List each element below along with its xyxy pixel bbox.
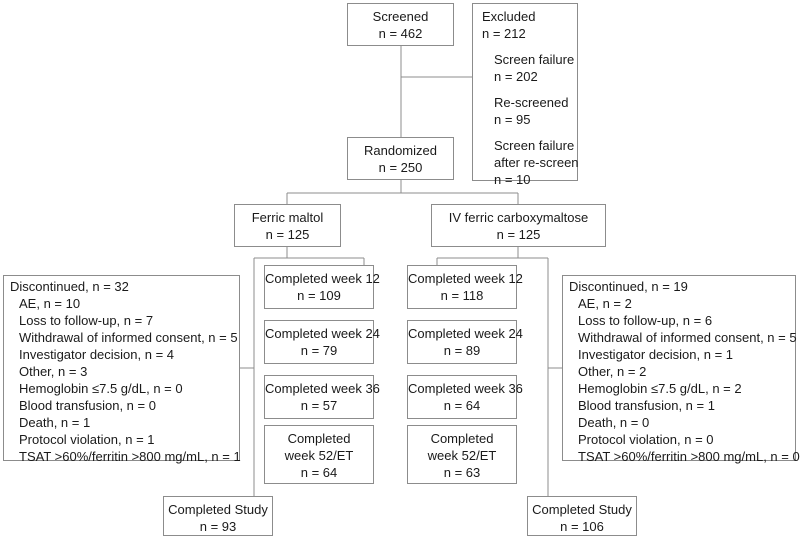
milestone-label: Completed <box>287 431 351 446</box>
milestone-count: n = 118 <box>440 288 484 303</box>
milestone-label-cont: week 52/ET <box>427 448 497 463</box>
right-week12-box: Completed week 12 n = 118 <box>407 265 523 309</box>
screened-title: Screened <box>372 9 429 24</box>
discontinued-reason: Blood transfusion, n = 1 <box>578 398 715 413</box>
milestone-label: Completed week 36 <box>408 381 523 396</box>
discontinued-reason: Death, n = 0 <box>578 415 650 430</box>
milestone-count: n = 64 <box>300 465 338 480</box>
discontinued-reason: Withdrawal of informed consent, n = 5 <box>578 330 797 345</box>
milestone-label: Completed week 24 <box>408 326 523 341</box>
discontinued-reason: Withdrawal of informed consent, n = 5 <box>19 330 238 345</box>
right-week24-box: Completed week 24 n = 89 <box>407 320 523 364</box>
discontinued-reason: Hemoglobin ≤7.5 g/dL, n = 0 <box>19 381 183 396</box>
discontinued-reason: TSAT >60%/ferritin >800 mg/mL, n = 1 <box>19 449 241 464</box>
milestone-count: n = 79 <box>300 343 338 358</box>
left-arm-box: Ferric maltol n = 125 <box>234 204 341 247</box>
screened-count: n = 462 <box>378 26 423 41</box>
milestone-label: Completed week 36 <box>265 381 380 396</box>
discontinued-reason: Blood transfusion, n = 0 <box>19 398 156 413</box>
right-completed-study-box: Completed Study n = 106 <box>527 496 637 536</box>
completed-study-label: Completed Study <box>532 502 632 517</box>
discontinued-reason: Other, n = 3 <box>19 364 88 379</box>
excluded-item-label: Re-screened <box>494 95 569 110</box>
milestone-count: n = 63 <box>443 465 481 480</box>
left-arm-name: Ferric maltol <box>251 210 324 225</box>
left-discontinued-box: Discontinued, n = 32 AE, n = 10 Loss to … <box>3 275 241 464</box>
randomized-box: Randomized n = 250 <box>347 137 454 180</box>
right-week36-box: Completed week 36 n = 64 <box>407 375 523 419</box>
milestone-count: n = 57 <box>300 398 338 413</box>
right-arm-box: IV ferric carboxymaltose n = 125 <box>431 204 606 247</box>
right-arm-name: IV ferric carboxymaltose <box>448 210 589 225</box>
left-completed-study-box: Completed Study n = 93 <box>163 496 273 536</box>
milestone-count: n = 109 <box>297 288 341 303</box>
right-discontinued-box: Discontinued, n = 19 AE, n = 2 Loss to f… <box>562 275 800 464</box>
discontinued-reason: AE, n = 10 <box>19 296 81 311</box>
discontinued-reason: Investigator decision, n = 4 <box>19 347 175 362</box>
discontinued-reason: Death, n = 1 <box>19 415 91 430</box>
discontinued-reason: TSAT >60%/ferritin >800 mg/mL, n = 0 <box>578 449 800 464</box>
left-week12-box: Completed week 12 n = 109 <box>264 265 380 309</box>
left-week36-box: Completed week 36 n = 57 <box>264 375 380 419</box>
left-arm-count: n = 125 <box>265 227 310 242</box>
discontinued-reason: Other, n = 2 <box>578 364 647 379</box>
left-discontinued-header: Discontinued, n = 32 <box>10 279 129 294</box>
right-week52-box: Completed week 52/ET n = 63 <box>407 425 517 484</box>
screened-box: Screened n = 462 <box>347 3 454 46</box>
excluded-item-label: Screen failure <box>494 138 575 153</box>
discontinued-reason: AE, n = 2 <box>578 296 632 311</box>
excluded-item-label-cont: after re-screen <box>494 155 579 170</box>
milestone-label: Completed week 24 <box>265 326 380 341</box>
milestone-label-cont: week 52/ET <box>284 448 354 463</box>
completed-study-count: n = 93 <box>199 519 237 534</box>
excluded-box: Excluded n = 212 Screen failure n = 202 … <box>472 3 579 187</box>
discontinued-reason: Loss to follow-up, n = 6 <box>578 313 713 328</box>
milestone-label: Completed <box>430 431 494 446</box>
excluded-item-count: n = 95 <box>494 112 531 127</box>
milestone-label: Completed week 12 <box>408 271 523 286</box>
milestone-count: n = 64 <box>443 398 481 413</box>
right-arm-count: n = 125 <box>496 227 541 242</box>
left-week52-box: Completed week 52/ET n = 64 <box>264 425 374 484</box>
excluded-count: n = 212 <box>482 26 526 41</box>
excluded-title: Excluded <box>482 9 536 24</box>
left-week24-box: Completed week 24 n = 79 <box>264 320 380 364</box>
completed-study-label: Completed Study <box>168 502 268 517</box>
excluded-item-count: n = 10 <box>494 172 531 187</box>
randomized-title: Randomized <box>364 143 437 158</box>
excluded-item-count: n = 202 <box>494 69 538 84</box>
discontinued-reason: Loss to follow-up, n = 7 <box>19 313 154 328</box>
discontinued-reason: Protocol violation, n = 1 <box>19 432 155 447</box>
randomized-count: n = 250 <box>378 160 423 175</box>
milestone-count: n = 89 <box>443 343 481 358</box>
right-discontinued-header: Discontinued, n = 19 <box>569 279 688 294</box>
discontinued-reason: Hemoglobin ≤7.5 g/dL, n = 2 <box>578 381 742 396</box>
milestone-label: Completed week 12 <box>265 271 380 286</box>
completed-study-count: n = 106 <box>560 519 604 534</box>
discontinued-reason: Protocol violation, n = 0 <box>578 432 714 447</box>
excluded-item-label: Screen failure <box>494 52 575 67</box>
discontinued-reason: Investigator decision, n = 1 <box>578 347 734 362</box>
